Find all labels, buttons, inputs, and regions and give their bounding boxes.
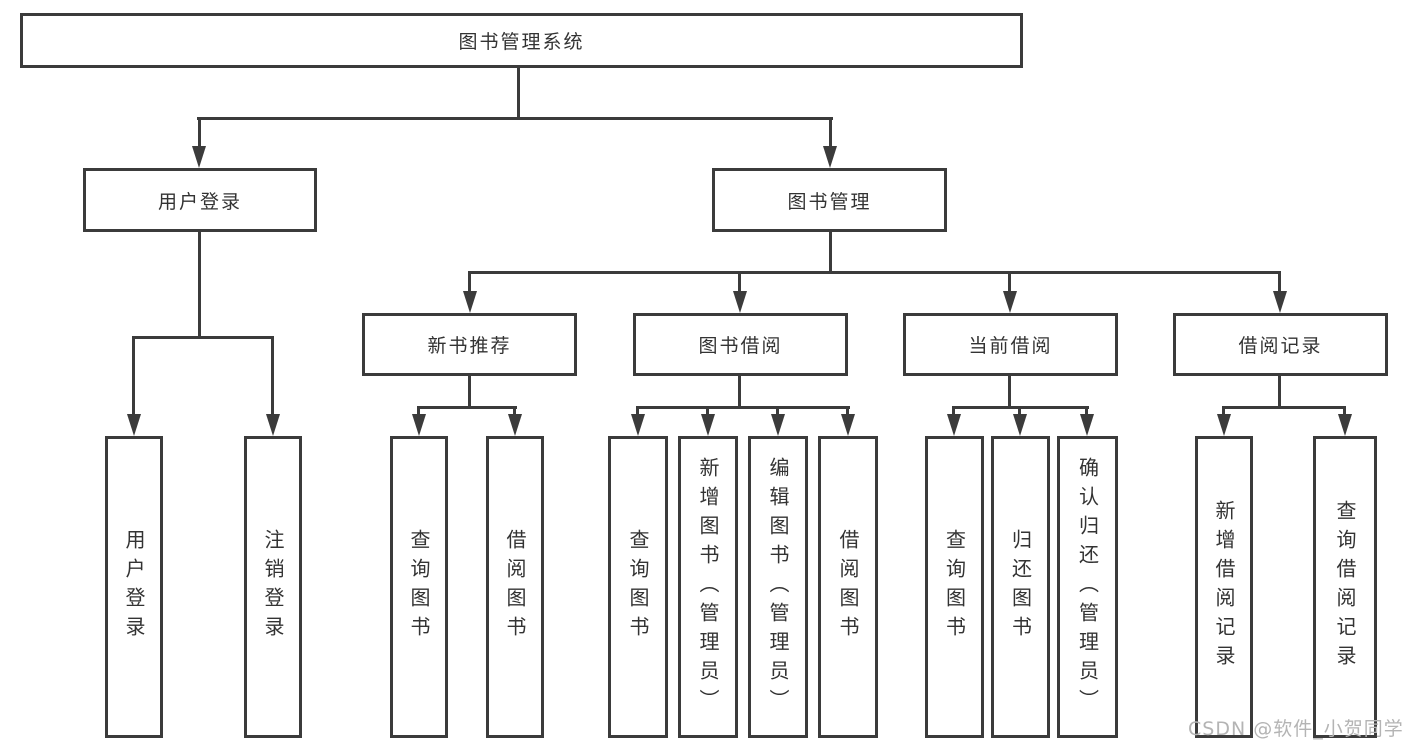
arrow-down-icon (823, 146, 837, 168)
arrow-down-icon (266, 414, 280, 436)
arrow-down-icon (1273, 291, 1287, 313)
connector-line (738, 271, 741, 293)
connector-line (829, 117, 832, 149)
leaf-logout: 注销登录 (244, 436, 302, 738)
node-book-management: 图书管理 (712, 168, 947, 232)
connector-line (1018, 406, 1021, 418)
connector-line (776, 406, 779, 418)
connector-line (468, 271, 471, 293)
leaf-label: 查询图书 (626, 529, 650, 645)
arrow-down-icon (631, 414, 645, 436)
arrow-down-icon (733, 291, 747, 313)
connector-line (636, 406, 850, 409)
leaf-query-books-recommend: 查询图书 (390, 436, 448, 738)
connector-line (417, 406, 517, 409)
leaf-label: 借阅图书 (503, 529, 527, 645)
connector-line (1278, 271, 1281, 293)
connector-line (132, 336, 135, 416)
connector-line (1222, 406, 1346, 409)
arrow-down-icon (127, 414, 141, 436)
connector-line (1008, 374, 1011, 409)
leaf-label: 新增借阅记录 (1212, 500, 1236, 674)
leaf-label: 用户登录 (122, 529, 146, 645)
node-user-login: 用户登录 (83, 168, 317, 232)
arrow-down-icon (192, 146, 206, 168)
node-borrowing-records: 借阅记录 (1173, 313, 1388, 376)
connector-line (1085, 406, 1088, 418)
arrow-down-icon (1003, 291, 1017, 313)
connector-line (517, 68, 520, 120)
arrow-down-icon (841, 414, 855, 436)
node-current-borrowing: 当前借阅 (903, 313, 1118, 376)
leaf-add-book-admin: 新增图书（管理员） (678, 436, 738, 738)
arrow-down-icon (947, 414, 961, 436)
connector-line (1343, 406, 1346, 418)
leaf-label: 编辑图书（管理员） (766, 456, 790, 718)
connector-line (468, 374, 471, 409)
node-book-borrowing: 图书借阅 (633, 313, 848, 376)
leaf-label: 借阅图书 (836, 529, 860, 645)
connector-line (1222, 406, 1225, 418)
node-new-book-recommendation: 新书推荐 (362, 313, 577, 376)
connector-line (636, 406, 639, 418)
node-library-management-system: 图书管理系统 (20, 13, 1023, 68)
connector-line (706, 406, 709, 418)
leaf-label: 归还图书 (1008, 529, 1033, 645)
connector-line (198, 117, 201, 149)
connector-line (952, 406, 955, 418)
leaf-borrow-books-recommend: 借阅图书 (486, 436, 544, 738)
leaf-query-books-current: 查询图书 (925, 436, 984, 738)
leaf-label: 查询借阅记录 (1333, 500, 1357, 674)
leaf-label: 新增图书（管理员） (696, 456, 720, 718)
arrow-down-icon (412, 414, 426, 436)
connector-line (198, 230, 201, 339)
arrow-down-icon (463, 291, 477, 313)
leaf-query-books-borrowing: 查询图书 (608, 436, 668, 738)
connector-line (513, 406, 516, 418)
leaf-borrow-books-borrowing: 借阅图书 (818, 436, 878, 738)
leaf-add-borrow-record: 新增借阅记录 (1195, 436, 1253, 738)
connector-line (1278, 374, 1281, 409)
connector-line (271, 336, 274, 416)
connector-line (846, 406, 849, 418)
leaf-query-borrow-record: 查询借阅记录 (1313, 436, 1377, 738)
arrow-down-icon (1080, 414, 1094, 436)
connector-line (738, 374, 741, 409)
arrow-down-icon (1013, 414, 1027, 436)
leaf-return-book: 归还图书 (991, 436, 1050, 738)
leaf-user-login: 用户登录 (105, 436, 163, 738)
connector-line (1008, 271, 1011, 293)
connector-line (417, 406, 420, 418)
leaf-edit-book-admin: 编辑图书（管理员） (748, 436, 808, 738)
connector-line (829, 230, 832, 274)
arrow-down-icon (1217, 414, 1231, 436)
arrow-down-icon (771, 414, 785, 436)
leaf-label: 确认归还（管理员） (1075, 456, 1100, 718)
arrow-down-icon (701, 414, 715, 436)
leaf-label: 注销登录 (261, 529, 285, 645)
connector-line (132, 336, 274, 339)
leaf-label: 查询图书 (407, 529, 431, 645)
arrow-down-icon (1338, 414, 1352, 436)
watermark: CSDN @软件_小贺同学 (1188, 718, 1404, 740)
arrow-down-icon (508, 414, 522, 436)
leaf-label: 查询图书 (942, 529, 967, 645)
connector-line (468, 271, 1281, 274)
connector-line (197, 117, 833, 120)
leaf-confirm-return-admin: 确认归还（管理员） (1057, 436, 1118, 738)
